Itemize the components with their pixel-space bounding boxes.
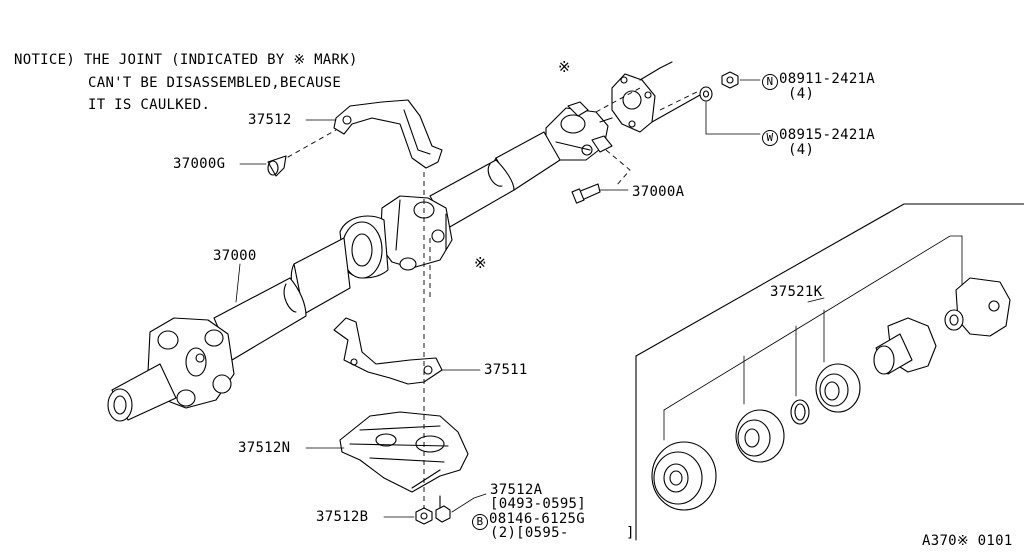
washer-symbol: W — [762, 130, 778, 146]
nut-37512b — [415, 507, 433, 525]
rear-tube — [429, 131, 561, 229]
bracket-37511 — [333, 317, 443, 385]
bracket-37512 — [333, 99, 443, 169]
washer-part-number: 08915-2421A — [779, 127, 876, 143]
center-universal-joint — [379, 195, 453, 271]
washer-qty: (4) — [788, 142, 815, 158]
bolt-symbol: B — [472, 514, 488, 530]
heat-insulator-37512n — [339, 411, 469, 493]
bolt-37000g — [267, 155, 287, 177]
washer-08915 — [699, 86, 713, 102]
label-37000g: 37000G — [173, 156, 226, 172]
label-37521k: 37521K — [770, 284, 823, 300]
bolt-qty-range: (2)[0595- — [490, 525, 569, 541]
kit-bearing-1 — [815, 363, 861, 413]
bolt-range-close: ] — [626, 525, 635, 541]
nut-part-number: 08911-2421A — [779, 71, 876, 87]
kit-companion-flange — [873, 317, 937, 375]
kit-snap-ring — [790, 399, 810, 425]
bolt-37000a — [571, 183, 601, 204]
nut-08911 — [721, 71, 739, 89]
bolt-part-number: 08146-6125G — [489, 511, 586, 527]
rear-companion-flange — [611, 61, 701, 133]
diagram-code: A370※ 0101 — [922, 533, 1013, 549]
notice-line-1: NOTICE) THE JOINT (INDICATED BY ※ MARK) — [14, 52, 358, 68]
kit-insulator — [651, 441, 717, 511]
joint-mark-lower: ※ — [474, 254, 487, 272]
notice-line-3: IT IS CAULKED. — [88, 97, 211, 113]
kit-bearing-2 — [735, 409, 785, 463]
label-37512n: 37512N — [238, 440, 291, 456]
kit-inset-frame — [635, 203, 1024, 541]
label-37511: 37511 — [484, 362, 528, 378]
label-37512a: 37512A — [490, 482, 543, 498]
rear-universal-joint — [545, 101, 613, 161]
kit-flange-yoke — [944, 277, 1011, 337]
label-37512: 37512 — [248, 112, 292, 128]
front-tube — [213, 237, 351, 361]
notice-line-2: CAN'T BE DISASSEMBLED,BECAUSE — [88, 75, 342, 91]
joint-mark-upper: ※ — [558, 58, 571, 76]
label-37512a-range: [0493-0595] — [490, 496, 587, 512]
nut-qty: (4) — [788, 86, 815, 102]
label-37000: 37000 — [213, 248, 257, 264]
label-37512b: 37512B — [316, 509, 369, 525]
bolt-37512a — [435, 495, 451, 523]
nut-symbol: N — [762, 74, 778, 90]
label-37000a: 37000A — [632, 184, 685, 200]
front-sleeve-yoke — [107, 363, 177, 422]
